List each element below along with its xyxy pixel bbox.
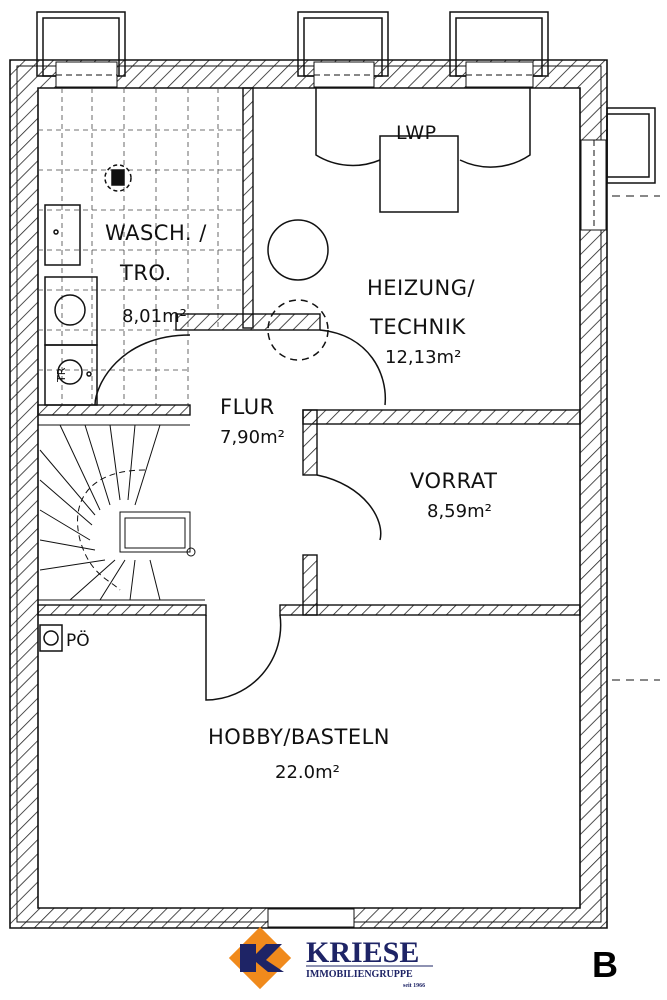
doors [94, 88, 531, 701]
room-name: TRO. [119, 261, 172, 285]
room-area: 8,01m² [122, 306, 187, 327]
drain-pump-icon [39, 624, 63, 652]
drain-pump-label: PÖ [66, 629, 90, 651]
room-area: 12,13m² [385, 347, 461, 368]
outer-wall [9, 59, 608, 929]
room-area: 22.0m² [275, 762, 340, 783]
tile-grid [38, 88, 243, 405]
company-logo: KRIESE IMMOBILIENGRUPPE seit 1966 [228, 926, 433, 990]
room-name: FLUR [220, 395, 275, 419]
svg-text:IMMOBILIENGRUPPE: IMMOBILIENGRUPPE [306, 969, 413, 980]
staircase [38, 424, 205, 601]
room-area: 7,90m² [220, 427, 285, 448]
unit-label: B [592, 944, 618, 985]
fixtures [39, 135, 459, 652]
interior-walls [37, 87, 581, 616]
tank-icon [267, 219, 329, 281]
exterior-dimension-lines [612, 195, 660, 681]
room-name: WASCH. / [105, 221, 207, 245]
sink-icon [44, 204, 81, 266]
room-name: VORRAT [410, 469, 497, 493]
room-name: HOBBY/BASTELN [208, 725, 390, 749]
windows [36, 11, 656, 184]
svg-text:seit 1966: seit 1966 [403, 983, 425, 989]
floor-drain-icon [104, 164, 132, 192]
tank-planned-icon [267, 299, 329, 361]
heat-pump-label: LWP [396, 122, 437, 144]
heat-pump-unit [379, 135, 459, 213]
dryer-label: TR [55, 367, 68, 383]
washer-icon [44, 276, 98, 346]
room-name: HEIZUNG/ [367, 276, 475, 300]
room-name: TECHNIK [369, 315, 466, 339]
svg-text:KRIESE: KRIESE [306, 936, 419, 969]
dryer-icon [44, 344, 98, 406]
room-area: 8,59m² [427, 501, 492, 522]
